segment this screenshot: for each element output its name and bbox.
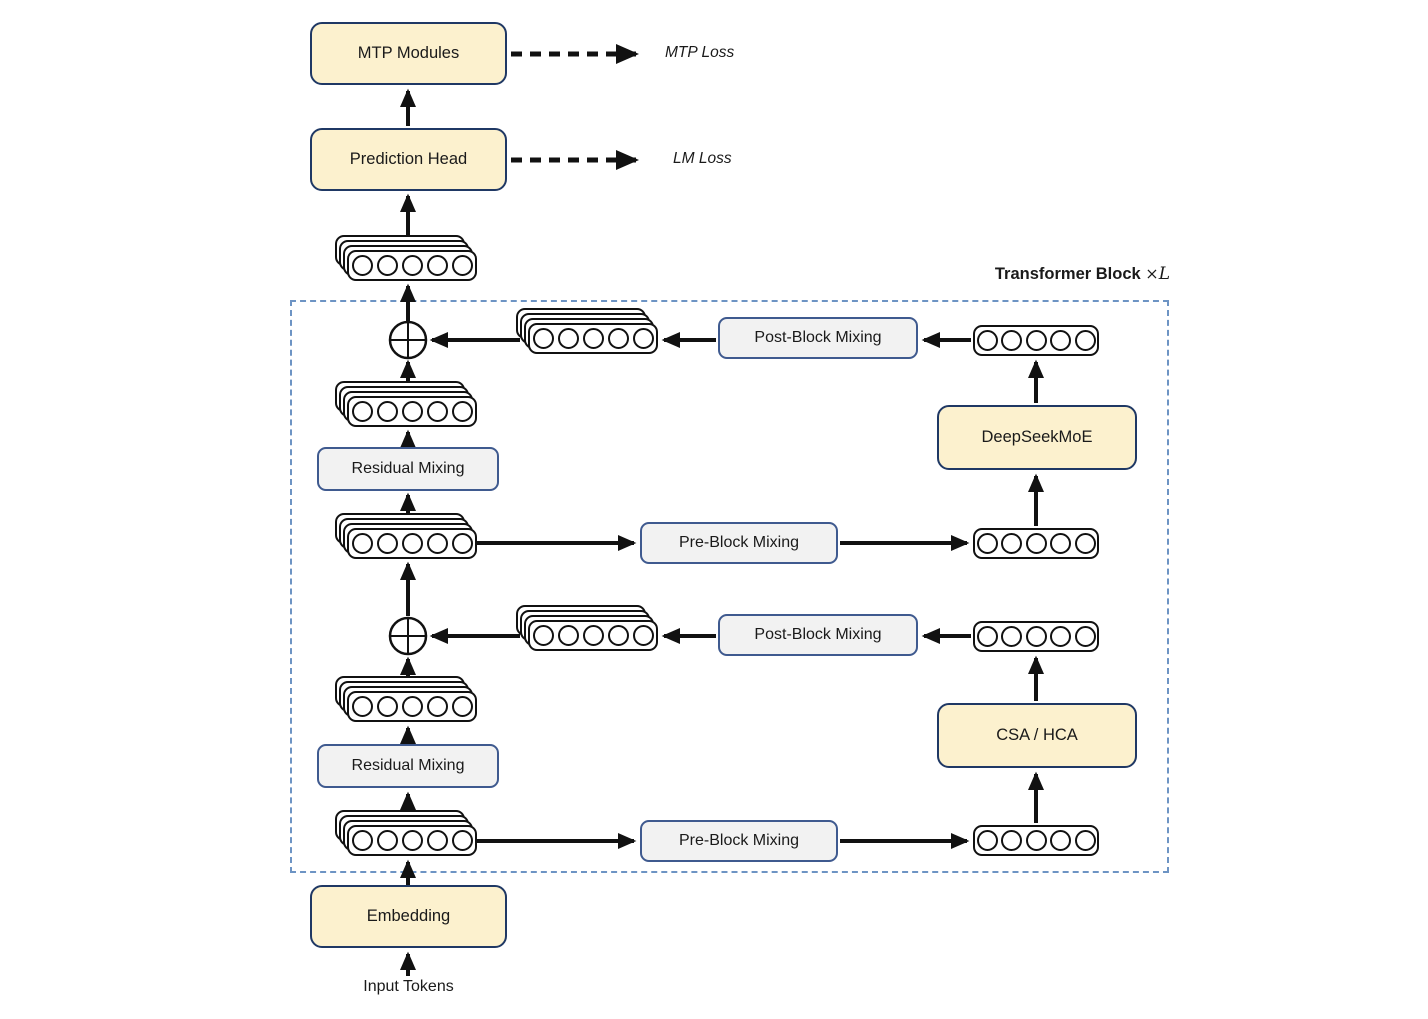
token-row-moe-out (973, 325, 1099, 356)
token-circle (401, 533, 423, 554)
token-circle (1025, 330, 1047, 351)
token-circle (532, 625, 554, 646)
token-circle (532, 328, 554, 349)
token-circle (401, 401, 423, 422)
token-circle (557, 328, 579, 349)
deepseekmoe-node: DeepSeekMoE (937, 405, 1137, 470)
lm-loss-label: LM Loss (673, 150, 732, 167)
token-circle (1050, 830, 1071, 851)
transformer-block-boundary (290, 300, 1169, 873)
prediction-head-node: Prediction Head (310, 128, 507, 191)
token-row-moe-in (973, 528, 1099, 559)
token-circle (426, 696, 448, 717)
token-circle (1025, 830, 1047, 851)
token-circle (451, 401, 473, 422)
token-circle (376, 830, 398, 851)
token-row-attn-out (973, 621, 1099, 652)
token-row (528, 620, 658, 651)
token-circle (376, 533, 398, 554)
token-row (347, 396, 477, 427)
token-circle (451, 696, 473, 717)
post-block-mixing-top-node: Post-Block Mixing (718, 317, 918, 359)
token-circle (1074, 626, 1096, 647)
token-circle (1074, 330, 1096, 351)
token-circle (401, 255, 423, 276)
token-circle (1001, 330, 1022, 351)
token-row (528, 323, 658, 354)
csa-hca-node: CSA / HCA (937, 703, 1137, 768)
post-block-mixing-bottom-node: Post-Block Mixing (718, 614, 918, 656)
token-row (347, 825, 477, 856)
token-circle (976, 626, 998, 647)
input-tokens-label: Input Tokens (363, 978, 454, 995)
token-circle (1001, 830, 1022, 851)
token-circle (1050, 626, 1071, 647)
mtp-loss-label: MTP Loss (665, 44, 735, 61)
embedding-node: Embedding (310, 885, 507, 948)
pre-block-mixing-top-node: Pre-Block Mixing (640, 522, 838, 564)
token-circle (426, 255, 448, 276)
token-circle (632, 625, 654, 646)
token-circle (557, 625, 579, 646)
token-circle (426, 401, 448, 422)
flow-arrows (400, 88, 1044, 976)
token-circle (376, 255, 398, 276)
pre-block-mixing-bottom-node: Pre-Block Mixing (640, 820, 838, 862)
token-circle (1074, 533, 1096, 554)
token-circle (1050, 330, 1071, 351)
token-circle (351, 401, 373, 422)
sum-node-top (388, 320, 428, 360)
token-circle (632, 328, 654, 349)
token-circle (351, 830, 373, 851)
token-circle (1001, 533, 1022, 554)
token-circle (1025, 533, 1047, 554)
token-circle (451, 255, 473, 276)
token-row (347, 691, 477, 722)
token-circle (401, 696, 423, 717)
residual-mixing-bottom-node: Residual Mixing (317, 744, 499, 788)
token-circle (351, 696, 373, 717)
token-circle (607, 328, 629, 349)
token-circle (582, 328, 604, 349)
token-circle (607, 625, 629, 646)
token-circle (1001, 626, 1022, 647)
loop-variable: L (1158, 264, 1170, 284)
token-circle (582, 625, 604, 646)
token-row (347, 528, 477, 559)
token-circle (976, 830, 998, 851)
token-circle (976, 533, 998, 554)
transformer-block-label-text: Transformer Block (994, 265, 1141, 283)
token-circle (976, 330, 998, 351)
token-circle (426, 533, 448, 554)
token-circle (376, 696, 398, 717)
residual-mixing-top-node: Residual Mixing (317, 447, 499, 491)
token-circle (426, 830, 448, 851)
token-row-attn-in (973, 825, 1099, 856)
loss-arrows (511, 44, 639, 170)
token-circle (351, 533, 373, 554)
token-circle (1025, 626, 1047, 647)
token-circle (1074, 830, 1096, 851)
token-circle (1050, 533, 1071, 554)
transformer-block-label: Transformer Block ×L (900, 264, 1170, 284)
token-circle (451, 830, 473, 851)
token-row (347, 250, 477, 281)
token-circle (351, 255, 373, 276)
token-circle (376, 401, 398, 422)
mtp-modules-node: MTP Modules (310, 22, 507, 85)
sum-node-bottom (388, 616, 428, 656)
times-symbol: × (1145, 264, 1159, 283)
token-circle (401, 830, 423, 851)
token-circle (451, 533, 473, 554)
